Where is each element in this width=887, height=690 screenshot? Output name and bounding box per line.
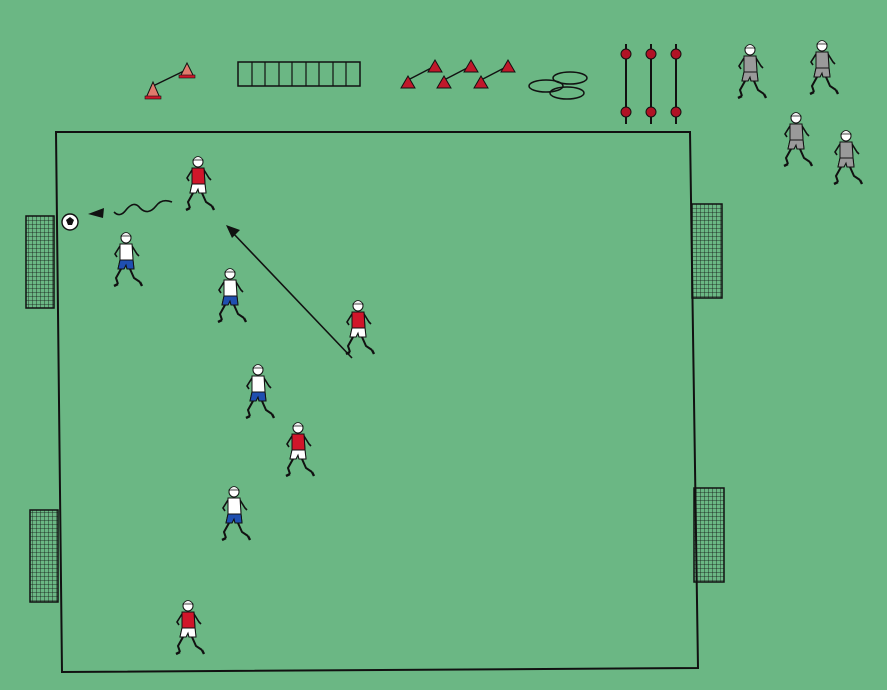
goal-left-top: [26, 216, 54, 308]
soccer-ball-icon: [62, 214, 78, 230]
goal-right-bottom: [694, 488, 724, 582]
goal-left-bottom: [30, 510, 58, 602]
goal-right-top: [692, 204, 722, 298]
